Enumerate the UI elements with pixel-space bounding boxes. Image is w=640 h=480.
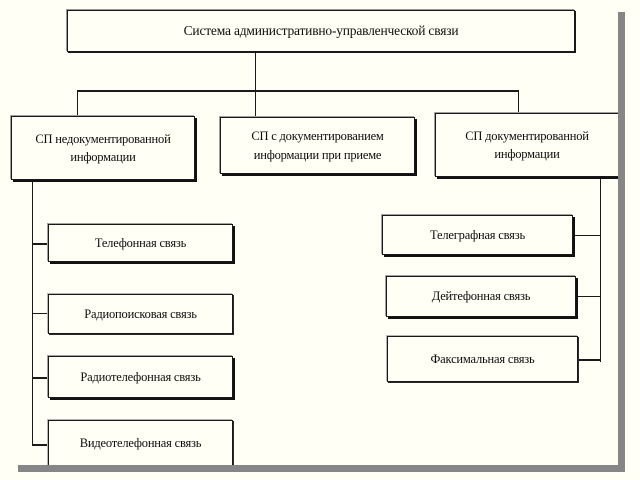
node-leaf-facsimile-label: Факсимальная связь [430, 351, 535, 366]
horizontal-scrollbar[interactable] [18, 465, 625, 472]
connector-level2-bus [77, 90, 519, 92]
connector-root-trunk [255, 52, 256, 91]
node-root: Система административно-управленческой с… [67, 10, 575, 52]
connector-stub-left-1 [32, 243, 48, 245]
connector-stub-left-4 [32, 444, 49, 446]
connector-stub-left-2 [32, 313, 48, 314]
node-leaf-radiotelephone: Радиотелефонная связь [48, 356, 233, 398]
connector-stub-right-1 [573, 235, 601, 236]
node-level2-documented-label: СП документированной информации [465, 128, 589, 161]
connector-stub-right-2 [576, 296, 601, 297]
connector-left-spine [32, 180, 33, 445]
node-leaf-radio-paging-label: Радиопоисковая связь [84, 306, 197, 321]
vertical-scrollbar[interactable] [618, 12, 625, 472]
node-leaf-videotelephone-label: Видеотелефонная связь [79, 435, 202, 450]
node-leaf-datephone-label: Дейтефонная связь [431, 289, 531, 304]
connector-drop-level2-1 [77, 90, 78, 117]
node-level2-documenting-on-receipt: СП с документированием информации при пр… [220, 117, 415, 174]
connector-drop-level2-3 [518, 90, 519, 117]
node-level2-undocumented-label: СП недокументированной информации [35, 131, 171, 164]
node-leaf-radiotelephone-label: Радиотелефонная связь [80, 369, 201, 384]
connector-stub-left-3 [32, 377, 48, 379]
node-level2-documented: СП документированной информации [435, 113, 619, 177]
node-leaf-telephone: Телефонная связь [48, 224, 233, 262]
node-leaf-videotelephone: Видеотелефонная связь [48, 420, 233, 466]
node-leaf-telegraph: Телеграфная связь [382, 215, 573, 255]
node-leaf-radio-paging: Радиопоисковая связь [48, 294, 233, 334]
connector-right-spine [600, 177, 601, 362]
node-root-label: Система административно-управленческой с… [183, 23, 459, 39]
node-leaf-facsimile: Факсимальная связь [387, 336, 578, 382]
node-level2-documenting-on-receipt-label: СП с документированием информации при пр… [251, 129, 384, 162]
connector-drop-level2-2 [255, 90, 256, 117]
node-leaf-telephone-label: Телефонная связь [94, 235, 187, 250]
connector-stub-right-3 [578, 359, 601, 361]
node-level2-undocumented: СП недокументированной информации [11, 116, 195, 180]
node-leaf-datephone: Дейтефонная связь [386, 276, 576, 317]
node-leaf-telegraph-label: Телеграфная связь [430, 227, 525, 242]
